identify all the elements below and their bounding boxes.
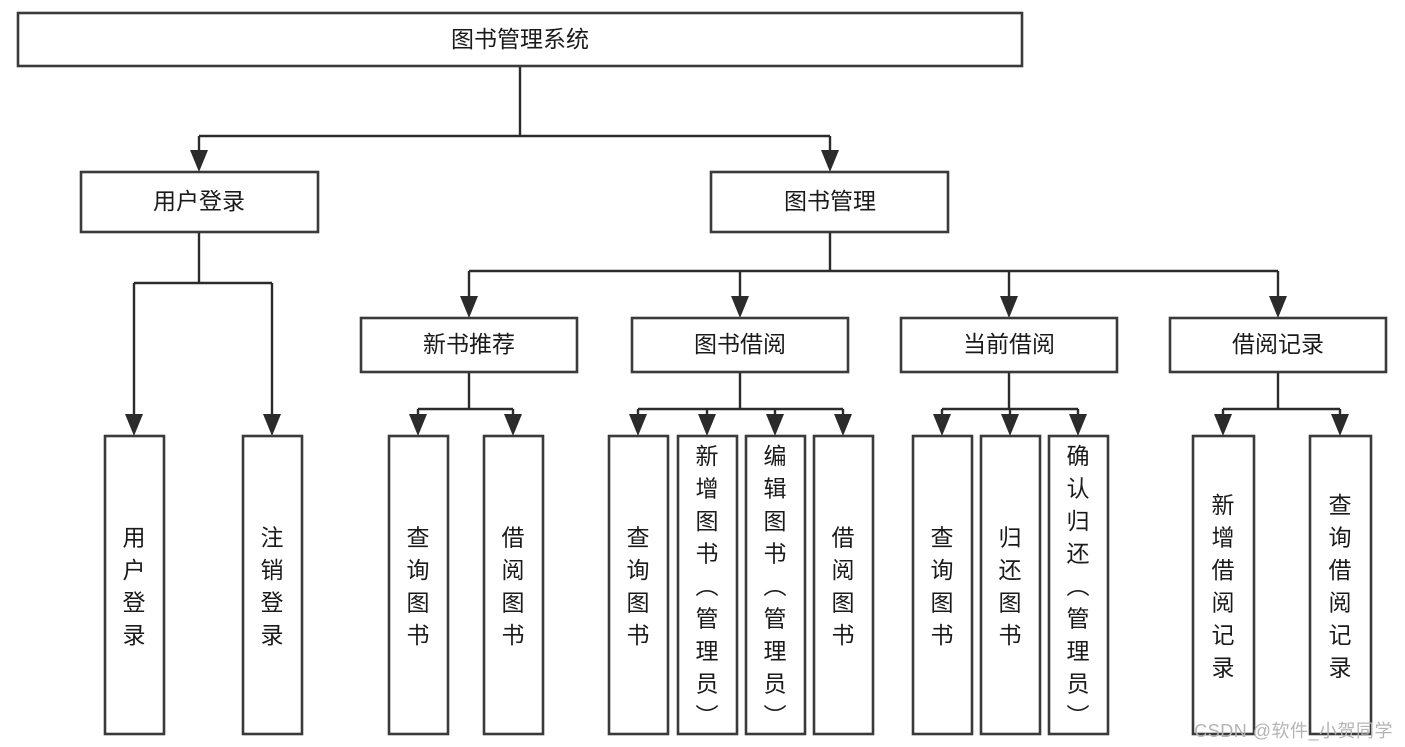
node-leaf-confirm-return[interactable]: 确认归还︵管理员︶ [1047, 434, 1110, 736]
node-user-login[interactable]: 用户登录 [79, 170, 320, 234]
node-leaf-query-record-label: 查询借阅记录 [1329, 492, 1352, 681]
node-leaf-query-record-box[interactable] [1308, 434, 1373, 736]
node-leaf-confirm-return-box[interactable] [1047, 434, 1110, 736]
arrow-to-leaf-logout-login-icon [263, 414, 281, 436]
node-book-management-box[interactable] [709, 170, 950, 234]
node-leaf-edit-book-label: 编辑图书︵管理员︶ [764, 443, 787, 729]
node-leaf-borrow-book-2[interactable]: 借阅图书 [812, 434, 875, 736]
node-leaf-query-book-2-label: 查询图书 [627, 524, 650, 648]
node-leaf-confirm-return-label: 确认归还︵管理员︶ [1067, 443, 1090, 729]
node-leaf-return-book-label: 归还图书 [999, 524, 1022, 648]
node-leaf-return-book-box[interactable] [979, 434, 1042, 736]
node-leaf-add-record-label: 新增借阅记录 [1212, 492, 1235, 681]
arrow-to-leaf-query-book-3-icon [933, 414, 951, 436]
arrow-to-book-management-icon [821, 150, 839, 172]
node-root-box[interactable] [16, 11, 1024, 68]
arrow-to-new-book-recommend-icon [460, 296, 478, 318]
node-borrow-record-box[interactable] [1168, 316, 1388, 374]
node-current-borrow[interactable]: 当前借阅 [899, 316, 1119, 374]
node-leaf-query-book-1-box[interactable] [387, 434, 450, 736]
arrow-to-leaf-query-book-1-icon [409, 414, 427, 436]
node-leaf-logout-login[interactable]: 注销登录 [241, 434, 304, 736]
arrow-to-leaf-query-record-icon [1331, 414, 1349, 436]
node-new-book-recommend-label: 新书推荐 [423, 331, 515, 357]
node-user-login-box[interactable] [79, 170, 320, 234]
node-leaf-query-book-3[interactable]: 查询图书 [911, 434, 974, 736]
node-borrow-record[interactable]: 借阅记录 [1168, 316, 1388, 374]
node-leaf-query-book-1[interactable]: 查询图书 [387, 434, 450, 736]
node-book-management-label: 图书管理 [784, 188, 876, 214]
csdn-watermark: CSDN @软件_小贺同学 [1194, 721, 1393, 741]
node-user-login-label: 用户登录 [153, 188, 245, 214]
node-book-borrow[interactable]: 图书借阅 [630, 316, 850, 374]
arrow-to-book-borrow-icon [731, 296, 749, 318]
node-leaf-user-login-box[interactable] [103, 434, 166, 736]
node-book-borrow-box[interactable] [630, 316, 850, 374]
node-leaf-query-record[interactable]: 查询借阅记录 [1308, 434, 1373, 736]
arrow-to-borrow-record-icon [1269, 296, 1287, 318]
node-leaf-add-book[interactable]: 新增图书︵管理员︶ [676, 434, 739, 736]
node-leaf-add-record[interactable]: 新增借阅记录 [1191, 434, 1256, 736]
node-leaf-logout-login-label: 注销登录 [261, 524, 284, 648]
node-book-management[interactable]: 图书管理 [709, 170, 950, 234]
connector-layer [125, 66, 1349, 436]
node-leaf-query-book-2-box[interactable] [607, 434, 670, 736]
node-leaf-borrow-book-1-box[interactable] [482, 434, 545, 736]
arrow-to-leaf-borrow-book-2-icon [834, 414, 852, 436]
node-current-borrow-box[interactable] [899, 316, 1119, 374]
arrow-to-leaf-confirm-return-icon [1069, 414, 1087, 436]
node-leaf-borrow-book-1-label: 借阅图书 [502, 524, 525, 648]
arrow-to-user-login-icon [190, 150, 208, 172]
node-root[interactable]: 图书管理系统 [16, 11, 1024, 68]
node-leaf-query-book-3-box[interactable] [911, 434, 974, 736]
arrow-to-leaf-add-record-icon [1214, 414, 1232, 436]
arrow-to-leaf-query-book-2-icon [629, 414, 647, 436]
node-leaf-query-book-2[interactable]: 查询图书 [607, 434, 670, 736]
arrow-to-leaf-add-book-icon [698, 414, 716, 436]
node-leaf-borrow-book-2-label: 借阅图书 [832, 524, 855, 648]
node-leaf-add-book-box[interactable] [676, 434, 739, 736]
node-leaf-borrow-book-2-box[interactable] [812, 434, 875, 736]
node-leaf-edit-book[interactable]: 编辑图书︵管理员︶ [744, 434, 807, 736]
node-leaf-query-book-1-label: 查询图书 [407, 524, 430, 648]
node-leaf-query-book-3-label: 查询图书 [931, 524, 954, 648]
arrow-to-leaf-edit-book-icon [766, 414, 784, 436]
node-leaf-return-book[interactable]: 归还图书 [979, 434, 1042, 736]
node-root-label: 图书管理系统 [451, 26, 589, 52]
arrow-to-leaf-return-book-icon [1001, 414, 1019, 436]
node-leaf-borrow-book-1[interactable]: 借阅图书 [482, 434, 545, 736]
node-leaf-logout-login-box[interactable] [241, 434, 304, 736]
node-leaf-add-record-box[interactable] [1191, 434, 1256, 736]
node-leaf-edit-book-box[interactable] [744, 434, 807, 736]
arrow-to-leaf-borrow-book-1-icon [504, 414, 522, 436]
node-current-borrow-label: 当前借阅 [963, 331, 1055, 357]
node-book-borrow-label: 图书借阅 [694, 331, 786, 357]
node-leaf-add-book-label: 新增图书︵管理员︶ [696, 443, 719, 729]
node-new-book-recommend[interactable]: 新书推荐 [359, 316, 579, 374]
node-borrow-record-label: 借阅记录 [1232, 331, 1324, 357]
arrow-to-leaf-user-login-icon [125, 414, 143, 436]
node-new-book-recommend-box[interactable] [359, 316, 579, 374]
node-leaf-user-login[interactable]: 用户登录 [103, 434, 166, 736]
node-leaf-user-login-label: 用户登录 [123, 524, 146, 648]
arrow-to-current-borrow-icon [1000, 296, 1018, 318]
